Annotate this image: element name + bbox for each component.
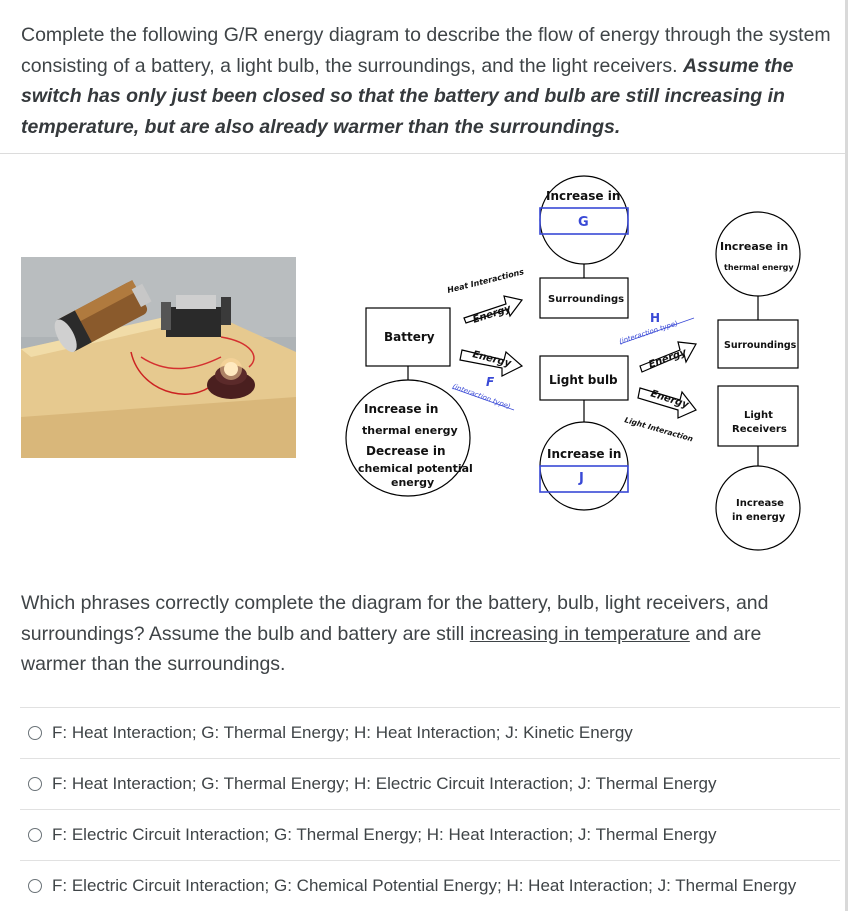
radio-button[interactable] [28, 828, 42, 842]
blank-h: H [650, 311, 660, 325]
divider [0, 153, 845, 154]
blank-f: F [486, 375, 495, 389]
right-bottom-line-2: in energy [732, 512, 786, 523]
energy-arrow-3-label: Energy [647, 347, 688, 371]
answer-option[interactable]: F: Electric Circuit Interaction; G: Chem… [20, 860, 840, 911]
right-top-line-2: thermal energy [724, 263, 794, 272]
light-receivers-line-1: Light [744, 410, 773, 421]
answer-option[interactable]: F: Heat Interaction; G: Thermal Energy; … [20, 758, 840, 809]
battery-change-line-3: Decrease in [366, 444, 445, 458]
heat-interactions-label: Heat Interactions [446, 267, 525, 295]
surroundings-middle-label: Surroundings [548, 294, 624, 305]
answer-option[interactable]: F: Heat Interaction; G: Thermal Energy; … [20, 707, 840, 758]
radio-button[interactable] [28, 777, 42, 791]
battery-change-line-4: chemical potential [358, 462, 473, 475]
question-text: Complete the following G/R energy diagra… [21, 20, 841, 142]
battery-change-line-2: thermal energy [362, 424, 458, 437]
interaction-type-h-label: (interaction type) [618, 319, 679, 346]
radio-button[interactable] [28, 726, 42, 740]
battery-label: Battery [384, 330, 435, 344]
right-bottom-line-1: Increase [736, 498, 784, 509]
apparatus-photo [21, 257, 296, 458]
light-receivers-line-2: Receivers [732, 424, 787, 435]
light-bulb-label: Light bulb [549, 373, 618, 387]
follow-up-question: Which phrases correctly complete the dia… [21, 588, 821, 680]
answer-option-label: F: Heat Interaction; G: Thermal Energy; … [52, 723, 633, 743]
radio-button[interactable] [28, 879, 42, 893]
surroundings-right-label: Surroundings [724, 340, 797, 351]
energy-diagram: Battery Increase in thermal energy Decre… [344, 170, 824, 560]
right-top-line-1: Increase in [720, 240, 788, 253]
blank-j: J [578, 471, 584, 486]
answer-option[interactable]: F: Electric Circuit Interaction; G: Ther… [20, 809, 840, 860]
battery-change-line-5: energy [391, 476, 434, 489]
energy-arrow-1-label: Energy [472, 303, 513, 326]
blank-g: G [578, 215, 589, 230]
increase-in-top: Increase in [546, 189, 620, 203]
follow-up-underlined: increasing in temperature [470, 623, 690, 645]
answer-option-label: F: Electric Circuit Interaction; G: Ther… [52, 825, 717, 845]
light-interaction-label: Light Interaction [623, 415, 694, 443]
increase-in-bottom: Increase in [547, 447, 621, 461]
answer-options: F: Heat Interaction; G: Thermal Energy; … [20, 707, 840, 911]
battery-change-line-1: Increase in [364, 402, 438, 416]
answer-option-label: F: Electric Circuit Interaction; G: Chem… [52, 876, 796, 896]
answer-option-label: F: Heat Interaction; G: Thermal Energy; … [52, 774, 717, 794]
